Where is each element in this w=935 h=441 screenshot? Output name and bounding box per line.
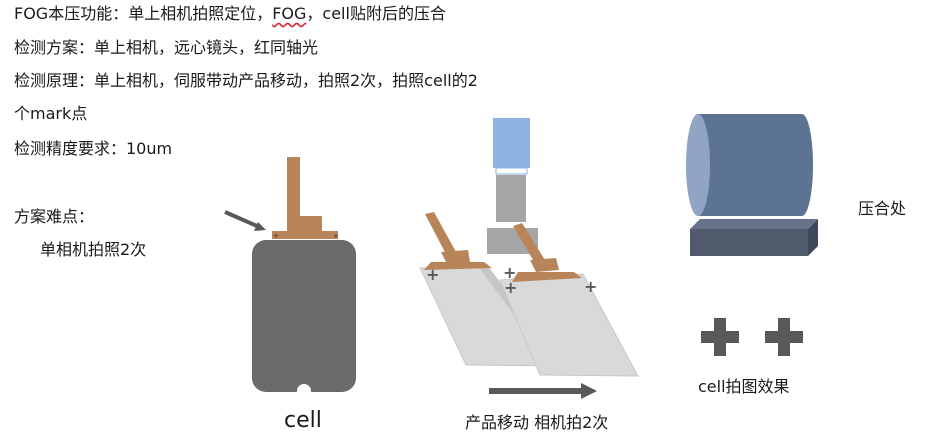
phone-body [252,240,356,392]
camera [487,118,538,254]
mark-first-right: + [503,263,516,282]
move-arrow-shaft [489,388,581,394]
pointer-arrow [224,210,266,231]
platform-top [690,219,818,229]
effect-label: cell拍图效果 [698,377,790,396]
detection-scheme: 检测方案：单上相机，远心镜头，红同轴光 [14,38,319,57]
press-roller [686,114,818,256]
fpc-first-tab [441,250,470,264]
lens [496,175,526,222]
fpc-stem [287,157,300,231]
platform-side [808,219,818,256]
accuracy-requirement: 检测精度要求：10um [14,139,173,158]
move-arrow [489,383,597,399]
mark-left-small: + [273,232,279,240]
difficulty-title: 方案难点： [14,207,95,226]
roller-end [791,114,813,216]
big-mark-right [765,318,803,356]
detection-principle: 检测原理：单上相机，伺服带动产品移动，拍照2次，拍照cell的2 [14,71,478,90]
press-label: 压合处 [858,199,907,218]
fpc-first-stem [425,212,456,256]
fpc-second-stem [513,223,545,265]
function-text: FOG本压功能：单上相机拍照定位， [14,4,273,23]
detection-principle-cont: 个mark点 [14,104,88,123]
roller-face [686,114,710,216]
fpc-second-bond [512,272,582,282]
arrow-shaft [224,210,258,228]
big-mark-left [701,318,739,356]
mark-second-right: + [584,277,597,296]
platform-front [690,229,808,256]
fpc-first-bond [424,262,492,270]
move-arrow-head-icon [581,383,597,399]
arrow-head-icon [254,222,266,231]
function-text-tail: ，cell贴附后的压合 [306,4,446,23]
camera-body [493,118,530,168]
panel-second: + + [499,223,639,377]
capture-marks [701,318,803,356]
move-label: 产品移动 相机拍2次 [465,413,609,432]
fpc-second-tab [530,258,559,272]
fpc-tab [300,216,322,231]
fog-term: FOG [272,4,307,23]
phone-home-button [297,384,311,398]
difficulty-item: 单相机拍照2次 [40,240,147,259]
cell-phone: + + [252,157,356,398]
mark-right-small: + [333,232,339,240]
mark-first-left: + [426,265,439,284]
camera-ring [495,167,528,175]
roller-body [698,114,802,216]
function-line: FOG本压功能：单上相机拍照定位，FOG，cell贴附后的压合 [14,4,446,24]
cell-label: cell [284,408,322,433]
fpc-bond [272,231,338,239]
mark-second-left: + [504,278,517,297]
